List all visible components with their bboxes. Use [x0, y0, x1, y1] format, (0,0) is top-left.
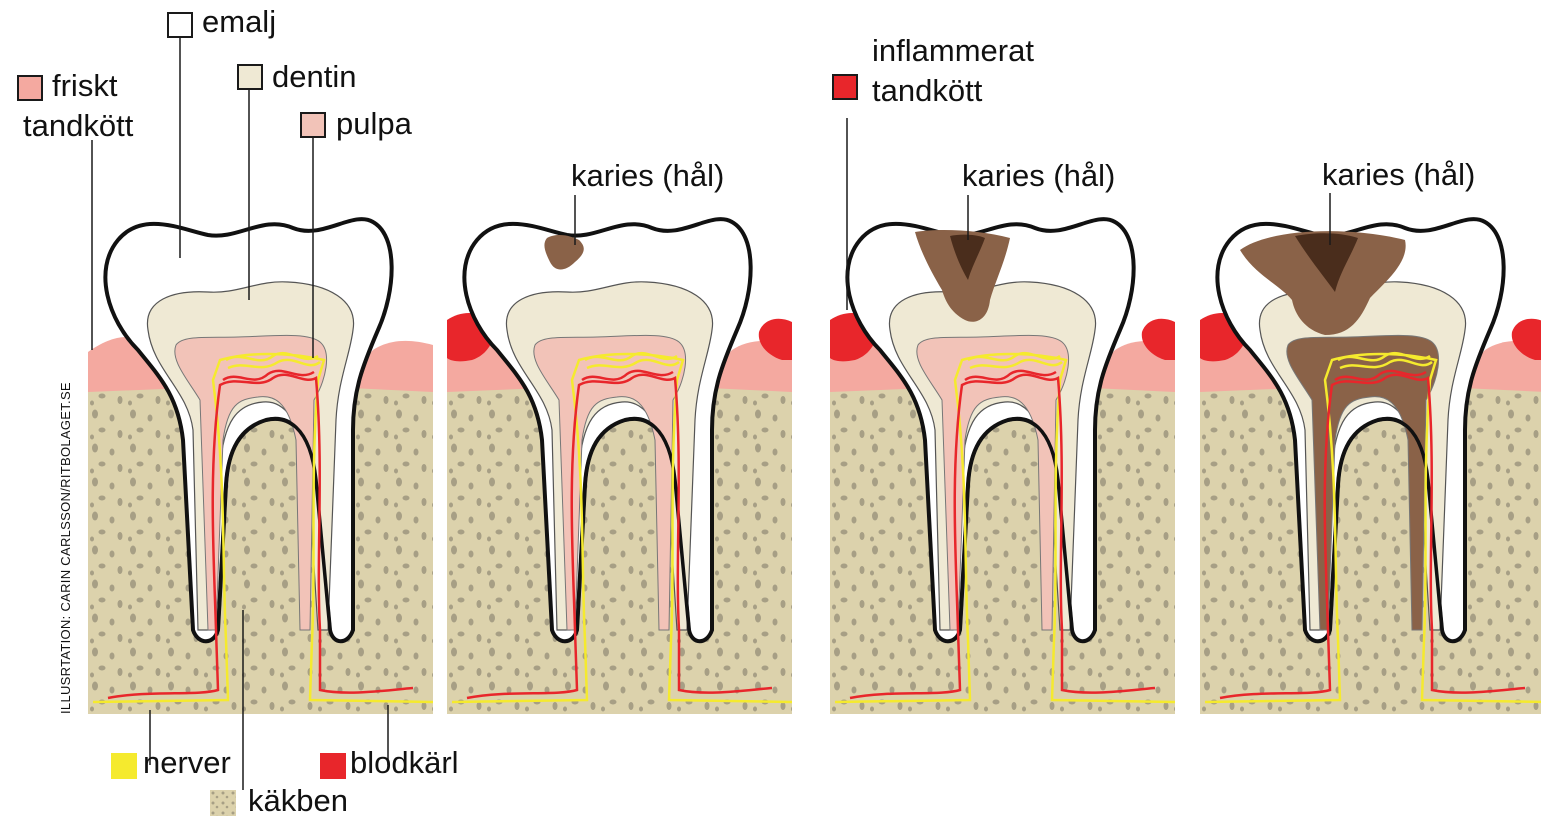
karies-label-stage2: karies (hål) [571, 157, 724, 194]
inflammerat-tandkott-label: tandkött [872, 72, 982, 109]
tooth-stage-3 [830, 219, 1175, 714]
kakben-swatch [210, 790, 236, 816]
karies-label-stage3: karies (hål) [962, 157, 1115, 194]
tooth-stage-2 [447, 219, 792, 714]
pulpa-label: pulpa [336, 105, 412, 142]
dentin-label: dentin [272, 58, 356, 95]
blodkarl-label: blodkärl [350, 744, 459, 781]
friskt-tandkott-swatch [17, 75, 43, 101]
tooth-stage-4 [1200, 219, 1541, 714]
inflammerat-tandkott-swatch [832, 74, 858, 100]
tooth-healthy [88, 219, 433, 714]
blodkarl-swatch [320, 753, 346, 779]
emalj-label: emalj [202, 3, 276, 40]
nerver-label: nerver [143, 744, 231, 781]
friskt-label: friskt [52, 67, 117, 104]
nerver-swatch [111, 753, 137, 779]
jawbone [88, 388, 433, 714]
karies-label-stage4: karies (hål) [1322, 156, 1475, 193]
jawbone [447, 388, 792, 714]
inflammerat-label: inflammerat [872, 32, 1034, 69]
friskt-tandkott-label: tandkött [23, 107, 133, 144]
dentin-swatch [237, 64, 263, 90]
jawbone [830, 388, 1175, 714]
pulpa-swatch [300, 112, 326, 138]
kakben-label: käkben [248, 782, 348, 819]
illustration-credit: ILLUSRTATION: CARIN CARLSSON/RITBOLAGET.… [58, 382, 73, 714]
emalj-swatch [167, 12, 193, 38]
jawbone [1200, 388, 1541, 714]
